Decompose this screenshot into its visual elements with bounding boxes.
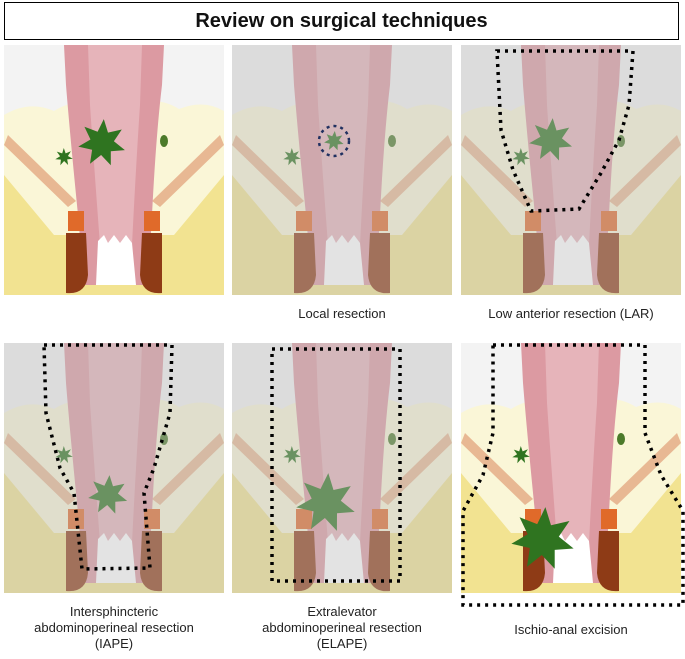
external-sphincter-right <box>140 531 162 592</box>
levator-muscle-right <box>380 135 452 207</box>
satellite-tumor-deposit <box>283 446 301 464</box>
levator-muscle-left <box>4 433 76 505</box>
external-sphincter-left <box>523 233 545 294</box>
dimmed-overlay <box>232 45 452 295</box>
levator-muscle-right <box>152 433 224 505</box>
anal-canal-opening <box>96 533 136 583</box>
panel-local-resection <box>232 45 452 295</box>
lymph-node <box>388 433 396 445</box>
internal-sphincter-right <box>372 509 388 529</box>
external-sphincter-left <box>294 233 316 294</box>
internal-sphincter-left <box>68 211 84 231</box>
panel-elape-svg <box>232 343 452 593</box>
anatomy-ischio <box>461 343 685 607</box>
levator-muscle-left <box>461 135 533 207</box>
anatomy-lar <box>461 45 681 295</box>
panel-iape-svg <box>4 343 224 593</box>
internal-sphincter-left <box>296 211 312 231</box>
primary-tumor <box>529 118 572 161</box>
primary-tumor <box>88 475 128 514</box>
anatomy-elape <box>232 343 452 593</box>
panel-normal-svg <box>4 45 224 295</box>
dimmed-overlay <box>232 343 452 593</box>
caption-elape-line-1: Extralevator <box>307 604 377 619</box>
lymph-node <box>388 135 396 147</box>
anal-canal-opening <box>96 235 136 285</box>
internal-sphincter-left <box>296 509 312 529</box>
resection-margin-outline <box>317 124 351 158</box>
caption-elape: Extralevator abdominoperineal resection … <box>232 604 452 652</box>
caption-ischio: Ischio-anal excision <box>461 622 681 638</box>
resection-margin-outline <box>270 347 402 583</box>
lymph-node <box>160 135 168 147</box>
caption-local-line: Local resection <box>298 306 386 321</box>
external-sphincter-left <box>66 531 88 592</box>
external-sphincter-right <box>368 531 390 592</box>
panel-local-svg <box>232 45 452 295</box>
rectal-lumen <box>545 45 599 245</box>
resection-margin-outline <box>461 343 685 607</box>
caption-iape: Intersphincteric abdominoperineal resect… <box>4 604 224 652</box>
anatomy-normal <box>4 45 224 295</box>
internal-sphincter-right <box>601 509 617 529</box>
satellite-tumor-deposit <box>512 446 530 464</box>
caption-elape-line-3: (ELAPE) <box>316 636 368 651</box>
levator-muscle-left <box>232 433 304 505</box>
internal-sphincter-right <box>144 509 160 529</box>
caption-iape-line-3: (IAPE) <box>94 636 134 651</box>
caption-iape-line-2: abdominoperineal resection <box>34 620 194 635</box>
rectal-lumen <box>545 343 599 543</box>
primary-tumor <box>296 473 355 531</box>
anal-canal-opening <box>324 533 364 583</box>
diagram-title: Review on surgical techniques <box>195 9 488 32</box>
external-sphincter-left <box>294 531 316 592</box>
caption-elape-line-2: abdominoperineal resection <box>262 620 422 635</box>
internal-sphincter-right <box>372 211 388 231</box>
panel-elape <box>232 343 452 593</box>
anal-canal-opening <box>324 235 364 285</box>
external-sphincter-left <box>66 233 88 294</box>
anatomy-local <box>232 45 452 295</box>
external-sphincter-right <box>368 233 390 294</box>
panel-lar <box>461 45 681 295</box>
satellite-tumor-deposit <box>283 148 301 166</box>
rectal-lumen <box>316 45 370 245</box>
internal-sphincter-right <box>144 211 160 231</box>
levator-muscle-right <box>152 135 224 207</box>
internal-sphincter-left <box>525 211 541 231</box>
caption-lar: Low anterior resection (LAR) <box>461 306 681 322</box>
primary-tumor <box>324 131 344 151</box>
levator-muscle-left <box>232 135 304 207</box>
primary-tumor <box>78 119 125 166</box>
levator-muscle-left <box>461 433 533 505</box>
levator-muscle-right <box>609 433 681 505</box>
anatomy-iape <box>4 343 224 593</box>
anal-canal-opening <box>553 235 593 285</box>
caption-lar-line: Low anterior resection (LAR) <box>488 306 654 321</box>
caption-ischio-line: Ischio-anal excision <box>514 622 628 637</box>
external-sphincter-right <box>597 233 619 294</box>
internal-sphincter-right <box>601 211 617 231</box>
satellite-tumor-deposit <box>55 148 73 166</box>
satellite-tumor-deposit <box>512 148 530 166</box>
caption-iape-line-1: Intersphincteric <box>69 604 159 619</box>
panel-ischio-svg <box>461 343 685 607</box>
dimmed-overlay <box>461 45 681 295</box>
panel-ischio <box>461 343 685 607</box>
caption-local: Local resection <box>232 306 452 322</box>
satellite-tumor-deposit <box>55 446 73 464</box>
panel-normal-anatomy <box>4 45 224 295</box>
levator-muscle-right <box>380 433 452 505</box>
lymph-node <box>617 433 625 445</box>
panel-iape <box>4 343 224 593</box>
title-box: Review on surgical techniques <box>4 2 679 40</box>
panel-lar-svg <box>461 45 681 295</box>
primary-tumor <box>511 507 574 569</box>
dimmed-overlay <box>4 343 224 593</box>
external-sphincter-right <box>597 531 619 592</box>
levator-muscle-right <box>609 135 681 207</box>
external-sphincter-right <box>140 233 162 294</box>
levator-muscle-left <box>4 135 76 207</box>
